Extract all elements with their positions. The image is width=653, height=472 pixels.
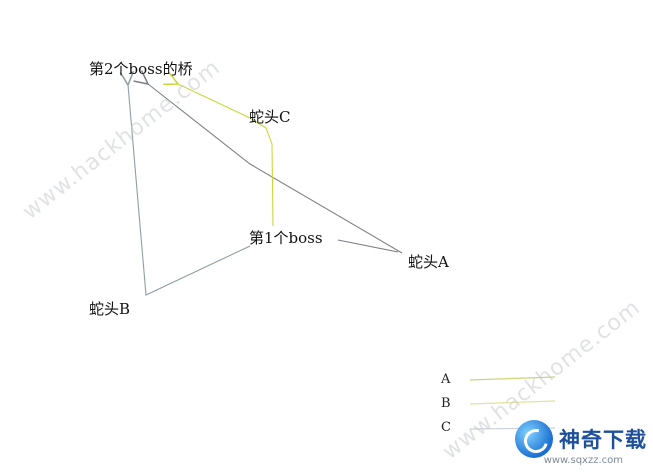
legend-key-a: A <box>441 372 451 387</box>
brand-badge: 神奇下载 <box>515 420 647 458</box>
label-bridge: 第2个boss的桥 <box>89 60 193 78</box>
brand-url: www.sqxzz.com <box>543 455 623 466</box>
path-b-line <box>128 85 251 296</box>
path-a-line <box>148 84 403 254</box>
legend-key-c: C <box>441 420 451 435</box>
label-snake-c: 蛇头C <box>249 108 291 126</box>
legend-line-b <box>469 400 556 405</box>
path-a-tail <box>337 239 399 253</box>
label-snake-a: 蛇头A <box>408 253 449 271</box>
legend-line-a <box>469 376 556 381</box>
path-c-line <box>178 84 274 227</box>
label-boss1: 第1个boss <box>249 229 323 247</box>
brand-name: 神奇下载 <box>559 428 647 452</box>
legend-key-b: B <box>441 396 451 411</box>
brand-logo-icon <box>515 420 553 458</box>
label-snake-b: 蛇头B <box>89 300 131 318</box>
